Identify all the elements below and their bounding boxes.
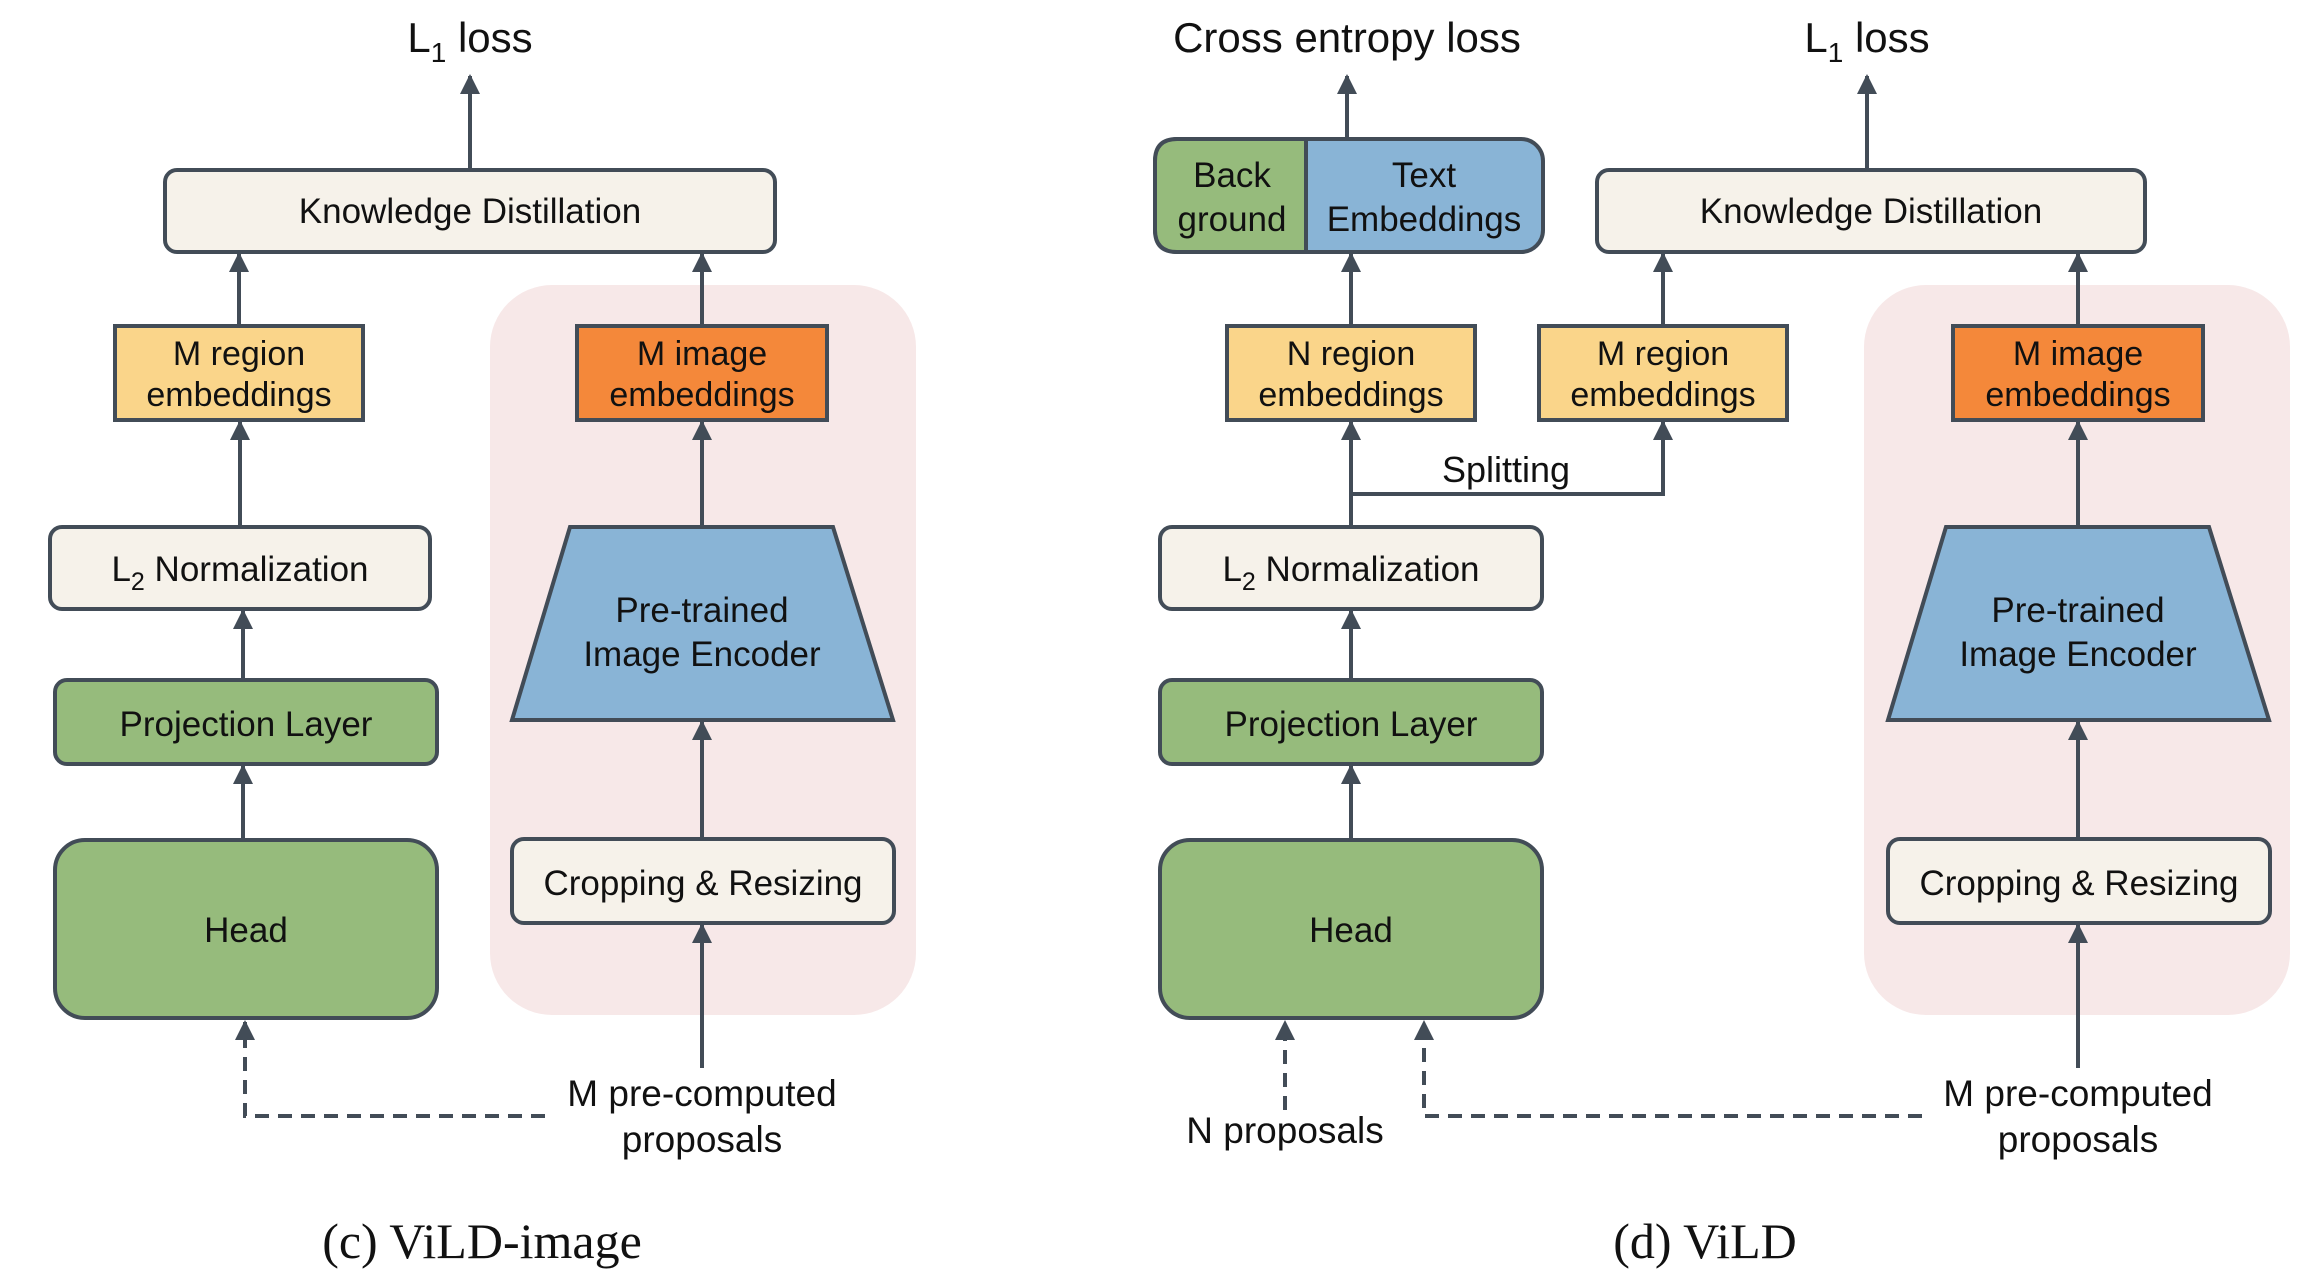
splitting-label: Splitting bbox=[1442, 449, 1570, 490]
pretrained-image-encoder-shape-left bbox=[509, 525, 896, 722]
m-image-embeddings-box-right bbox=[1951, 324, 2205, 422]
cross-entropy-loss-label: Cross entropy loss bbox=[1173, 14, 1521, 61]
projection-layer-label-right: Projection Layer bbox=[1225, 705, 1478, 744]
caption-vild: (d) ViLD bbox=[1613, 1213, 1797, 1269]
n-region-embeddings-box bbox=[1225, 324, 1477, 422]
n-proposals-label: N proposals bbox=[1186, 1110, 1383, 1151]
knowledge-distillation-box-left bbox=[163, 168, 777, 254]
knowledge-distillation-label-right: Knowledge Distillation bbox=[1700, 192, 2042, 231]
projection-layer-label-left: Projection Layer bbox=[120, 705, 373, 744]
cropping-resizing-label-left: Cropping & Resizing bbox=[543, 864, 862, 903]
l2-normalization-label-right: L2 Normalization bbox=[1222, 550, 1479, 596]
background-embedding-box bbox=[1153, 137, 1308, 254]
m-region-embeddings-box-left bbox=[113, 324, 365, 422]
pretrained-image-encoder-shape-right bbox=[1885, 525, 2272, 722]
arrows-right bbox=[1275, 74, 2088, 1118]
head-label-right: Head bbox=[1309, 911, 1393, 950]
head-box-right bbox=[1158, 838, 1544, 1020]
l2-normalization-label-left: L2 Normalization bbox=[111, 550, 368, 596]
cropping-resizing-label-right: Cropping & Resizing bbox=[1919, 864, 2238, 903]
l1-loss-label-right: L1 loss bbox=[1804, 14, 1929, 68]
l1-loss-label-left: L1 loss bbox=[407, 14, 532, 68]
m-region-embeddings-box-right bbox=[1537, 324, 1789, 422]
m-image-embeddings-box-left bbox=[575, 324, 829, 422]
knowledge-distillation-box-right bbox=[1595, 168, 2147, 254]
head-box-left bbox=[53, 838, 439, 1020]
arrows-left bbox=[229, 74, 712, 1118]
head-label-left: Head bbox=[204, 911, 288, 950]
knowledge-distillation-label-left: Knowledge Distillation bbox=[299, 192, 641, 231]
caption-vild-image: (c) ViLD-image bbox=[322, 1213, 642, 1269]
